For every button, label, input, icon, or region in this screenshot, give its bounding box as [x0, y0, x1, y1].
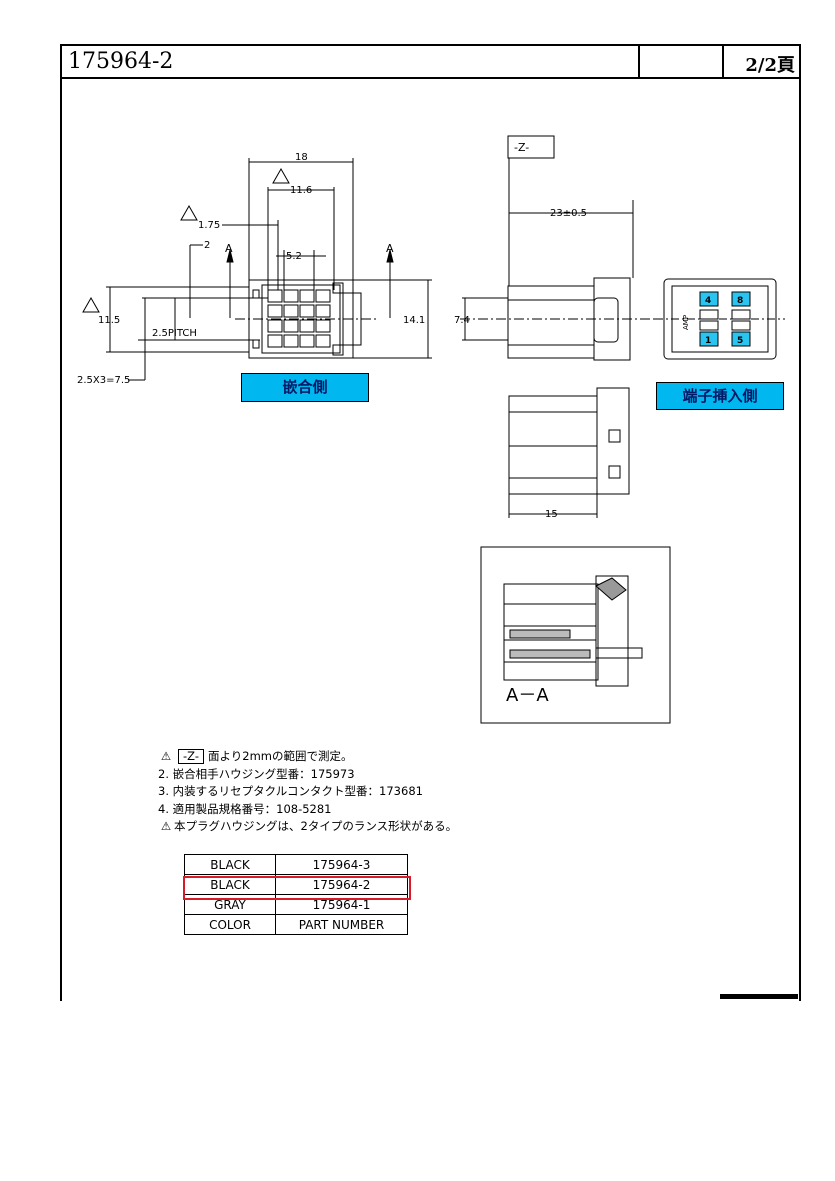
part-number-cell: 175964-2: [275, 874, 408, 895]
mating-side-label: 嵌合側: [241, 373, 369, 402]
dim-11-5: 11.5: [98, 315, 120, 326]
section-label: A－A: [506, 685, 549, 706]
rear-view-cavities: [699, 291, 751, 347]
note-1-text: 面より2mmの範囲で測定。: [207, 749, 353, 763]
note-2: 2. 嵌合相手ハウジング型番：175973: [158, 766, 355, 781]
note-5: ⚠本プラグハウジングは、2タイプのランス形状がある。: [158, 818, 457, 836]
drawing-sheet-frame: 175964-2 2/2頁: [60, 44, 801, 1001]
note-5-text: 本プラグハウジングは、2タイプのランス形状がある。: [174, 819, 458, 833]
dim-5-2: 5.2: [286, 251, 302, 262]
warning-triangle-icon: ⚠: [160, 749, 172, 763]
color-header: COLOR: [184, 914, 276, 935]
cavity-5: [731, 331, 751, 347]
page-number: 2/2頁: [745, 55, 795, 76]
dim-15: 15: [545, 509, 558, 520]
cavity-label-8: 8: [737, 296, 743, 306]
title-block: 175964-2 2/2頁: [62, 46, 799, 79]
rear-view-outline: [663, 278, 777, 360]
warning-triangle-icon: ⚠: [160, 819, 172, 833]
title-block-blank-cell: [638, 46, 724, 77]
part-number-header: PART NUMBER: [275, 914, 408, 935]
selected-row-highlight: [183, 876, 411, 900]
note-3: 3. 内装するリセプタクルコンタクト型番：173681: [158, 784, 423, 798]
color-cell: BLACK: [184, 854, 276, 875]
dim-23: 23±0.5: [550, 208, 587, 219]
dim-2: 2: [204, 240, 210, 251]
top-view: [508, 387, 630, 518]
front-view-dimension-text: 18 11.6 1.75 2 5.2 11.5 14.1 2.5PITCH 2.…: [77, 152, 425, 386]
table-row: BLACK 175964-2: [184, 874, 408, 895]
top-view-body: [508, 395, 598, 495]
table-row: BLACK 175964-3: [184, 854, 408, 875]
parts-table: BLACK 175964-3 BLACK 175964-2 GRAY 17596…: [184, 854, 408, 935]
dim-14-1: 14.1: [403, 315, 425, 326]
cavity-1: [699, 331, 719, 347]
section-view: [480, 546, 671, 724]
amp-mark: AMP: [682, 315, 690, 330]
rear-view: [655, 278, 785, 360]
side-view-text: -Z- 23±0.5 7.4: [454, 141, 587, 326]
dim-pitch: 2.5PITCH: [152, 328, 197, 339]
notes-block: ⚠-Z-面より2mmの範囲で測定。 2. 嵌合相手ハウジング型番：175973 …: [158, 748, 457, 836]
section-marker-right: A: [386, 242, 394, 255]
frame-corner-mark: [720, 994, 798, 999]
part-number-cell: 175964-3: [275, 854, 408, 875]
front-view-outline: [248, 279, 354, 359]
section-marker-left: A: [225, 242, 233, 255]
side-view-body: [507, 285, 595, 359]
note-1-datum: -Z-: [178, 749, 204, 764]
dim-18: 18: [295, 152, 308, 163]
table-header-row: COLOR PART NUMBER: [184, 914, 408, 935]
dim-11-6: 11.6: [290, 185, 312, 196]
cavity-grid: [267, 289, 331, 348]
datum-z: -Z-: [514, 141, 529, 154]
side-view: [460, 135, 660, 361]
note-4: 4. 適用製品規格番号：108-5281: [158, 801, 332, 816]
front-view: [82, 158, 432, 381]
section-frame: [480, 546, 671, 724]
cavity-label-5: 5: [737, 336, 743, 346]
cavity-4: [699, 291, 719, 307]
cavity-label-4: 4: [705, 296, 711, 306]
terminal-insertion-side-label: 端子挿入側: [656, 382, 784, 410]
dim-1-75: 1.75: [198, 220, 220, 231]
rear-view-text: 4 8 1 5 AMP: [682, 296, 743, 346]
dim-7-4: 7.4: [454, 315, 470, 326]
cavity-label-1: 1: [705, 336, 711, 346]
note-1: ⚠ -Z-面より2mmの範囲で測定。: [158, 748, 457, 766]
cavity-8: [731, 291, 751, 307]
page-number-cell: 2/2頁: [722, 46, 801, 77]
dim-pitch-total: 2.5X3=7.5: [77, 375, 130, 386]
part-number-title: 175964-2: [68, 49, 174, 74]
